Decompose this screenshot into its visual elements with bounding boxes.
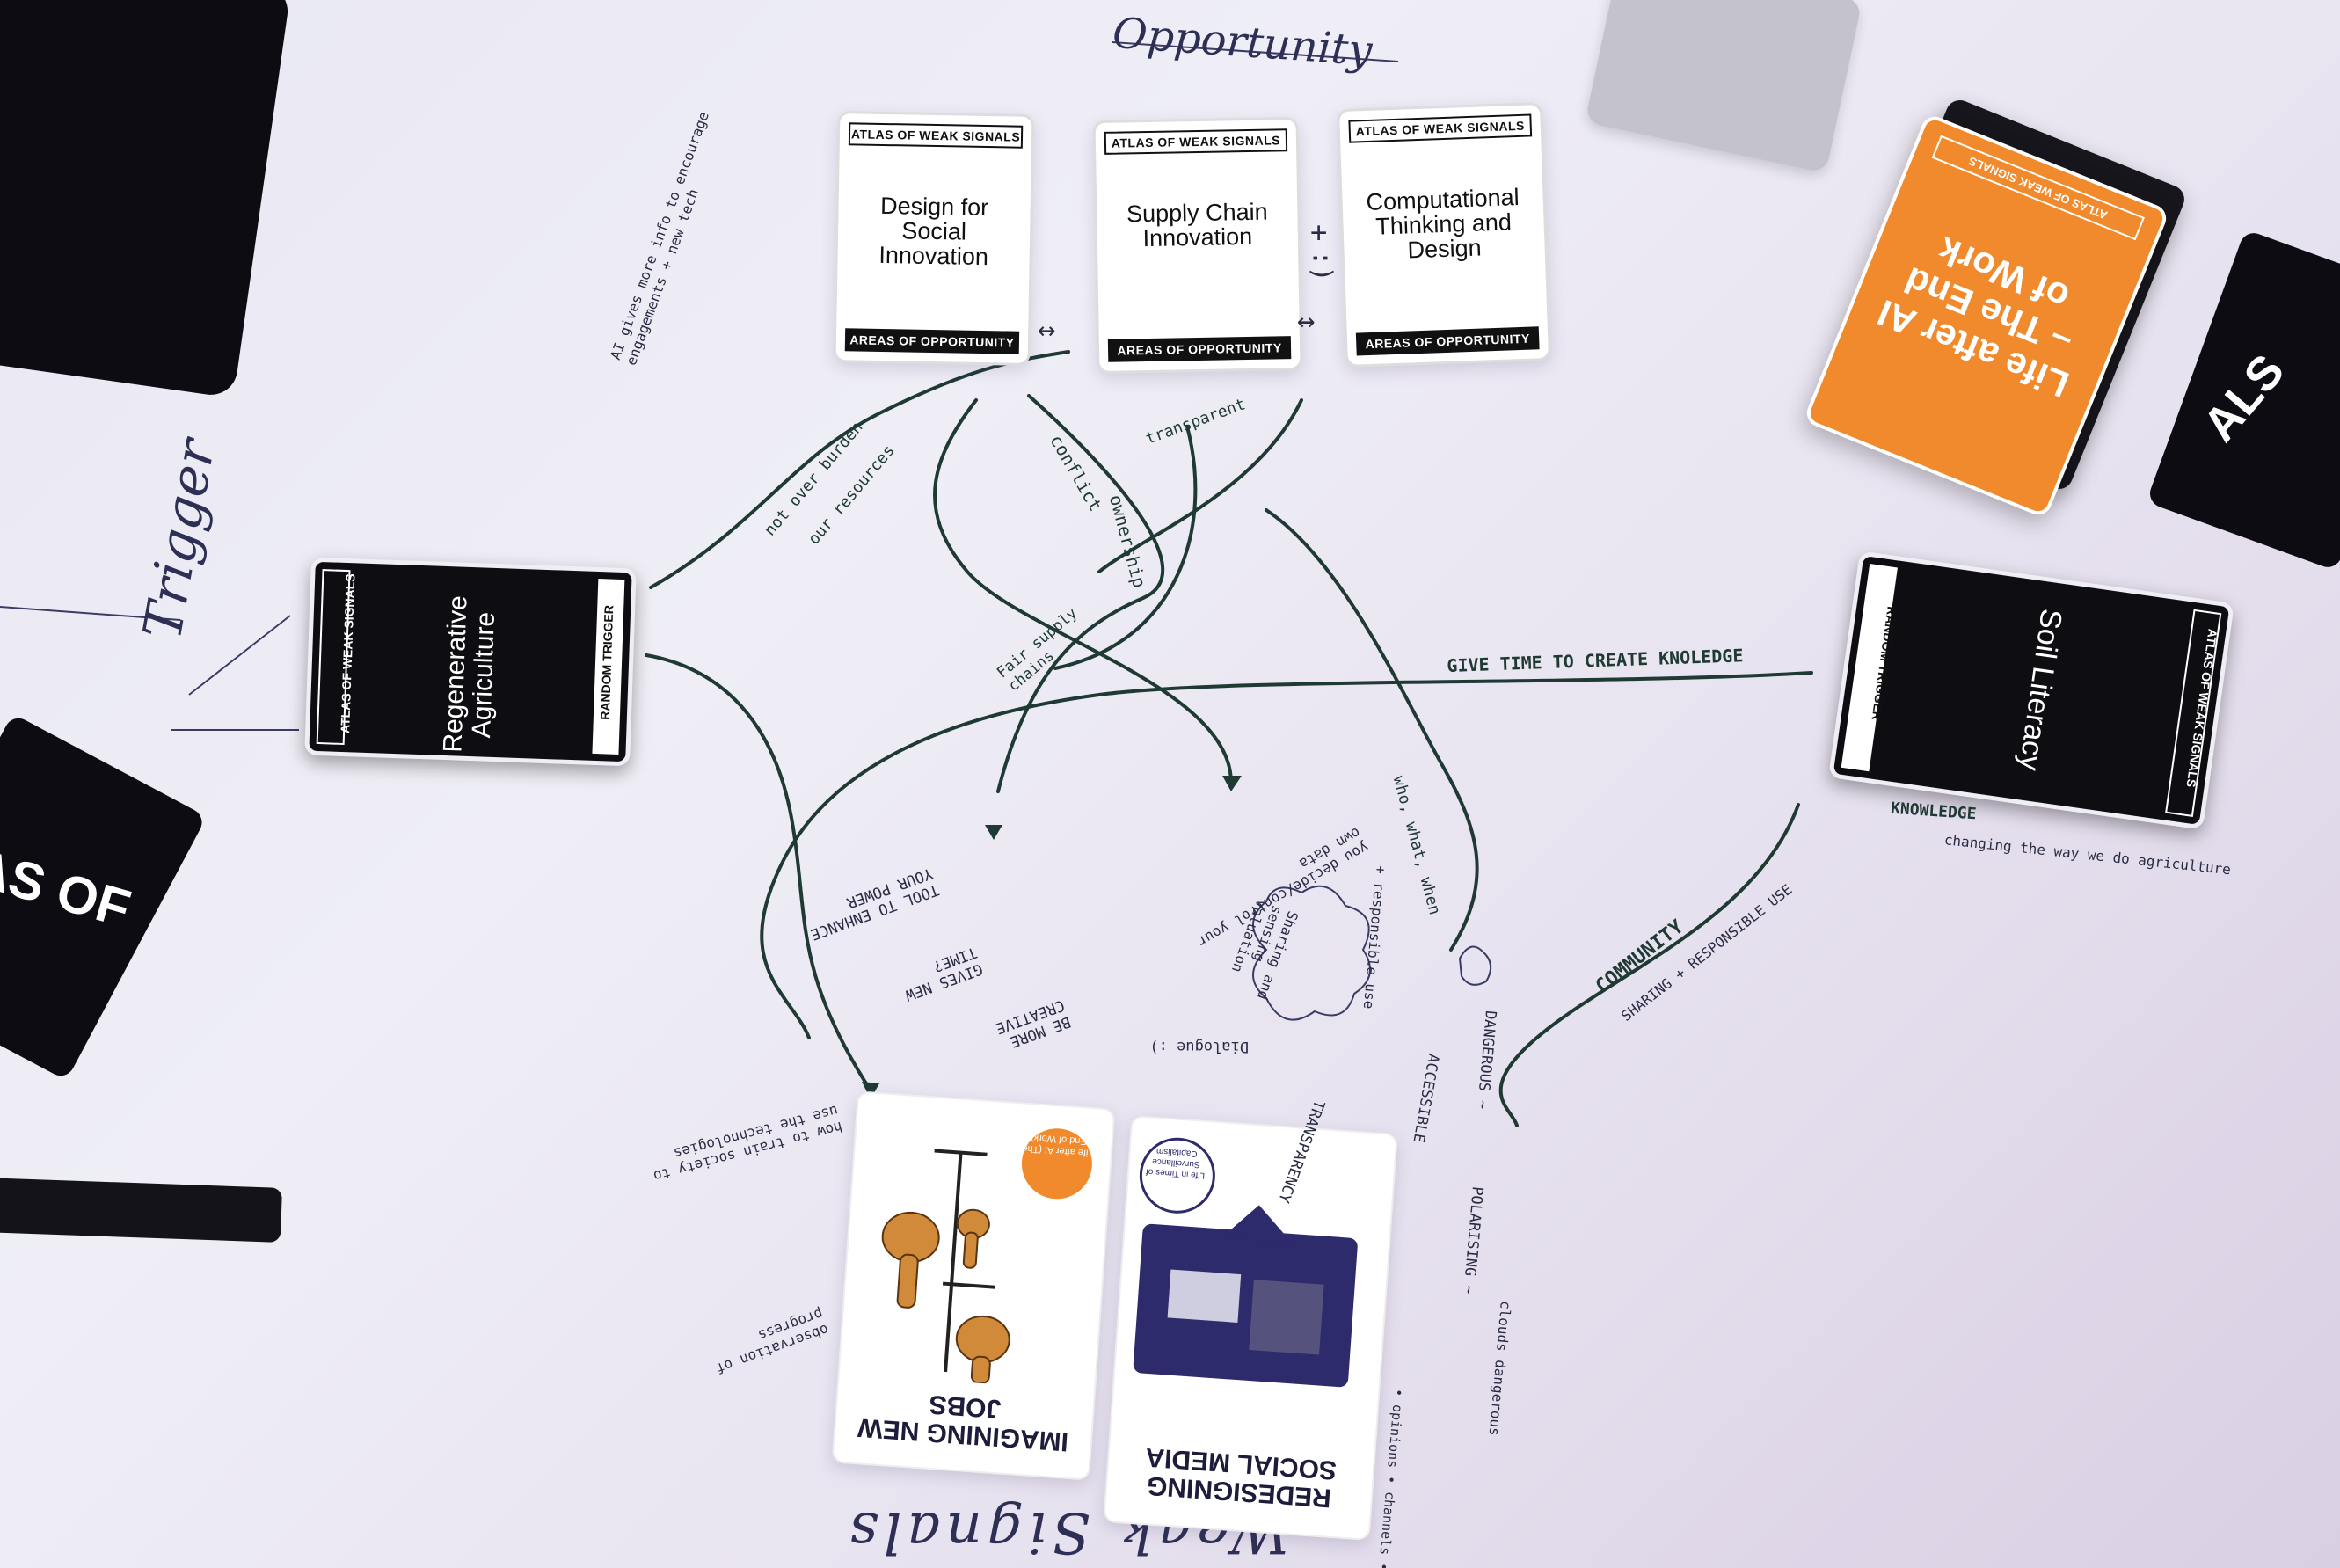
card-footer: AREAS OF OPPORTUNITY (844, 328, 1020, 354)
plus-symbol: + (1310, 215, 1328, 249)
card-title: REDESIGNING SOCIAL MEDIA (1144, 1442, 1338, 1513)
card-title: Soil Literacy (2012, 607, 2068, 773)
card-title: Regenerative Agriculture (438, 594, 500, 754)
card-title: IMAGINING NEW JOBS (857, 1389, 1070, 1456)
double-arrow-symbol: ↔ (1297, 303, 1316, 339)
surveillance-illustration (1133, 1202, 1359, 1388)
robot-illustration (881, 1149, 1010, 1384)
card-title: Life after AI – The End of Work (1871, 229, 2078, 406)
card-title: Design for Social Innovation (878, 192, 989, 271)
badge-text: Life in Times of Surveillance Capitalism (1145, 1146, 1206, 1180)
partial-card-text: ALS (2192, 344, 2295, 452)
opportunity-card-design-social-innovation: ATLAS OF WEAK SIGNALS Design for Social … (833, 111, 1035, 366)
card-title: Computational Thinking and Design (1366, 183, 1520, 264)
marker-pen (0, 1178, 282, 1243)
card-header: ATLAS OF WEAK SIGNALS (1104, 128, 1288, 155)
annotation-dialogue: Dialogue :) (1149, 1038, 1249, 1055)
opportunity-card-supply-chain-innovation: ATLAS OF WEAK SIGNALS Supply Chain Innov… (1092, 116, 1303, 375)
card-header: ATLAS OF WEAK SIGNALS (848, 122, 1024, 149)
double-arrow-symbol: ↔ (1038, 312, 1056, 347)
smiley-symbol: :) (1306, 250, 1338, 282)
signal-card-redesigning-social-media: Life in Times of Surveillance Capitalism… (1103, 1114, 1398, 1542)
card-footer: AREAS OF OPPORTUNITY (1355, 326, 1540, 356)
opportunity-card-computational-thinking: ATLAS OF WEAK SIGNALS Computational Thin… (1336, 102, 1552, 368)
card-footer: AREAS OF OPPORTUNITY (1107, 336, 1292, 362)
card-title: Supply Chain Innovation (1126, 198, 1268, 252)
signal-card-imagining-new-jobs: Life after AI (The End of Work) IMAGININ… (831, 1090, 1116, 1481)
partial-card-text: AS OF (0, 836, 137, 938)
trigger-card-regenerative-agriculture: ATLAS OF WEAK SIGNALS Regenerative Agric… (304, 557, 637, 767)
card-header: ATLAS OF WEAK SIGNALS (1348, 113, 1533, 143)
